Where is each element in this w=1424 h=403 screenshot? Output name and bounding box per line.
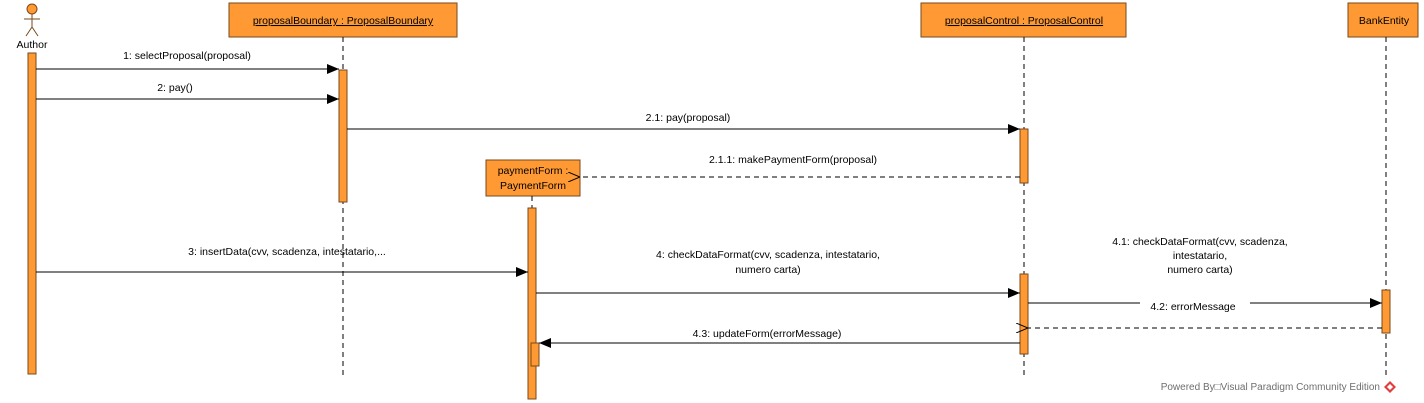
participant-label: proposalBoundary : ProposalBoundary xyxy=(253,15,434,27)
participant-box xyxy=(920,2,1127,38)
message-label: 2.1: pay(proposal) xyxy=(646,112,731,124)
message-3[interactable]: 3: insertData(cvv, scadenza, intestatari… xyxy=(36,246,528,277)
activation-author xyxy=(27,52,37,375)
message-label: 2.1.1: makePaymentForm(proposal) xyxy=(709,154,877,166)
participant-box xyxy=(485,159,581,197)
participant-proposal-boundary[interactable]: proposalBoundary : ProposalBoundary xyxy=(228,2,458,38)
activation-form-nested xyxy=(530,342,540,367)
participant-proposal-control[interactable]: proposalControl : ProposalControl xyxy=(920,2,1127,38)
visual-paradigm-logo-icon xyxy=(1384,381,1396,393)
lifelines xyxy=(342,37,1387,398)
message-2-1-1[interactable]: 2.1.1: makePaymentForm(proposal) xyxy=(580,154,1020,177)
actor-name: Author xyxy=(17,39,48,51)
footer-text: Powered By□Visual Paradigm Community Edi… xyxy=(1160,381,1380,393)
footer: Powered By□Visual Paradigm Community Edi… xyxy=(1161,381,1396,393)
participant-box xyxy=(1347,2,1419,38)
activation-control-1 xyxy=(1019,128,1029,184)
actor-author[interactable]: Author xyxy=(17,3,48,51)
participant-payment-form[interactable]: paymentForm : PaymentForm xyxy=(485,159,581,197)
message-1[interactable]: 1: selectProposal(proposal) xyxy=(36,50,339,74)
activation-bank xyxy=(1381,289,1391,334)
participant-label-line2: PaymentForm xyxy=(500,180,566,192)
participant-bank-entity[interactable]: BankEntity xyxy=(1347,2,1419,38)
message-4-2[interactable]: 4.2: errorMessage xyxy=(1150,301,1235,313)
activation-control-2 xyxy=(1019,273,1029,355)
message-2-1[interactable]: 2.1: pay(proposal) xyxy=(347,112,1020,134)
message-4[interactable]: 4: checkDataFormat(cvv, scadenza, intest… xyxy=(536,249,1020,298)
message-label-line2: intestatario, xyxy=(1173,250,1227,262)
participant-label: proposalControl : ProposalControl xyxy=(945,15,1103,27)
message-label-line3: numero carta) xyxy=(1167,264,1232,276)
participant-label-line1: paymentForm : xyxy=(498,165,569,177)
stick-figure-icon xyxy=(24,3,40,37)
message-label-line1: 4.1: checkDataFormat(cvv, scadenza, xyxy=(1112,236,1287,248)
message-2[interactable]: 2: pay() xyxy=(36,82,339,104)
activation-form xyxy=(527,207,537,400)
message-label: 3: insertData(cvv, scadenza, intestatari… xyxy=(188,246,386,258)
message-label: 2: pay() xyxy=(157,82,193,94)
message-label: 4.2: errorMessage xyxy=(1150,301,1235,313)
message-label-line2: numero carta) xyxy=(735,264,800,276)
activation-boundary xyxy=(338,69,348,203)
message-4-3[interactable]: 4.3: updateForm(errorMessage) xyxy=(539,328,1020,348)
participant-box xyxy=(228,2,458,38)
message-label: 1: selectProposal(proposal) xyxy=(123,50,251,62)
activation-bars xyxy=(27,52,1391,400)
message-label-line1: 4: checkDataFormat(cvv, scadenza, intest… xyxy=(656,249,880,261)
message-label: 4.3: updateForm(errorMessage) xyxy=(693,328,842,340)
message-4-1[interactable]: 4.1: checkDataFormat(cvv, scadenza, inte… xyxy=(1028,236,1382,308)
participant-label: BankEntity xyxy=(1359,15,1410,27)
